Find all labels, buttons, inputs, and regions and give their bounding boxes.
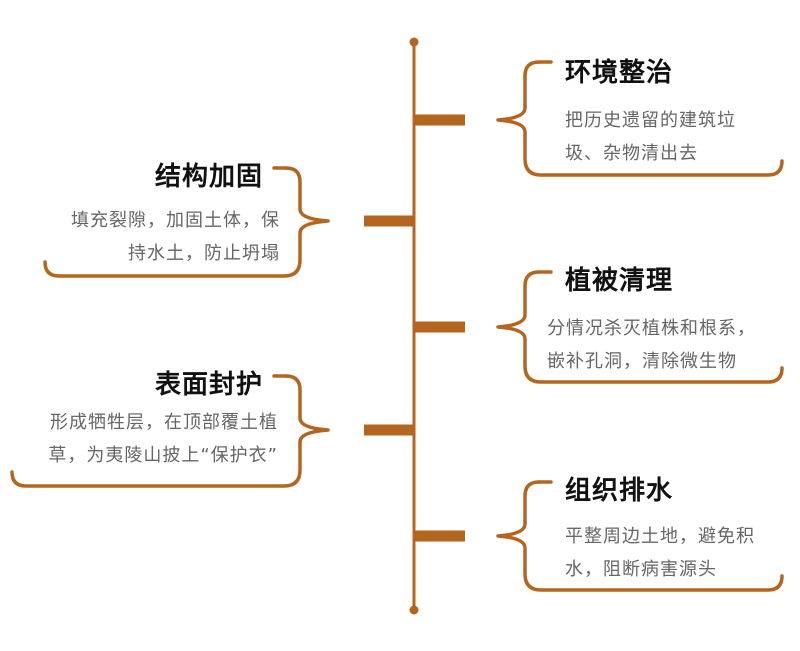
title-drainage: 组织排水 (565, 476, 674, 506)
title-structure: 结构加固 (154, 162, 263, 192)
bracket-drainage (496, 480, 784, 592)
axis-top-dot (409, 37, 419, 47)
desc-line: 持水土，防止坍塌 (128, 243, 280, 264)
desc-line: 水，阻断病害源头 (565, 559, 717, 580)
desc-line: 圾、杂物清出去 (565, 143, 698, 164)
diagram-lines (10, 37, 784, 615)
title-surface: 表面封护 (154, 370, 263, 400)
desc-line: 形成牺牲层，在顶部覆土植 (50, 412, 278, 433)
title-vegetation: 植被清理 (565, 266, 674, 296)
bracket-vegetation (496, 270, 784, 384)
desc-line: 嵌补孔洞，清除微生物 (547, 351, 737, 372)
title-environment: 环境整治 (565, 58, 674, 88)
desc-line: 草，为夷陵山披上“保护衣” (48, 445, 278, 466)
bracket-surface (10, 374, 330, 488)
desc-line: 分情况杀灭植株和根系， (547, 318, 756, 339)
desc-line: 填充裂隙，加固土体，保 (71, 210, 280, 231)
desc-environment: 把历史遗留的建筑垃 圾、杂物清出去 (565, 104, 736, 170)
desc-surface: 形成牺牲层，在顶部覆土植 草，为夷陵山披上“保护衣” (48, 406, 278, 472)
bracket-environment (496, 60, 784, 177)
bracket-structure (43, 166, 330, 278)
desc-structure: 填充裂隙，加固土体，保 持水土，防止坍塌 (71, 204, 280, 270)
desc-line: 平整周边土地，避免积 (565, 526, 755, 547)
axis-bottom-dot (409, 605, 419, 615)
desc-drainage: 平整周边土地，避免积 水，阻断病害源头 (565, 520, 755, 586)
desc-vegetation: 分情况杀灭植株和根系， 嵌补孔洞，清除微生物 (547, 312, 756, 378)
desc-line: 把历史遗留的建筑垃 (565, 110, 736, 131)
